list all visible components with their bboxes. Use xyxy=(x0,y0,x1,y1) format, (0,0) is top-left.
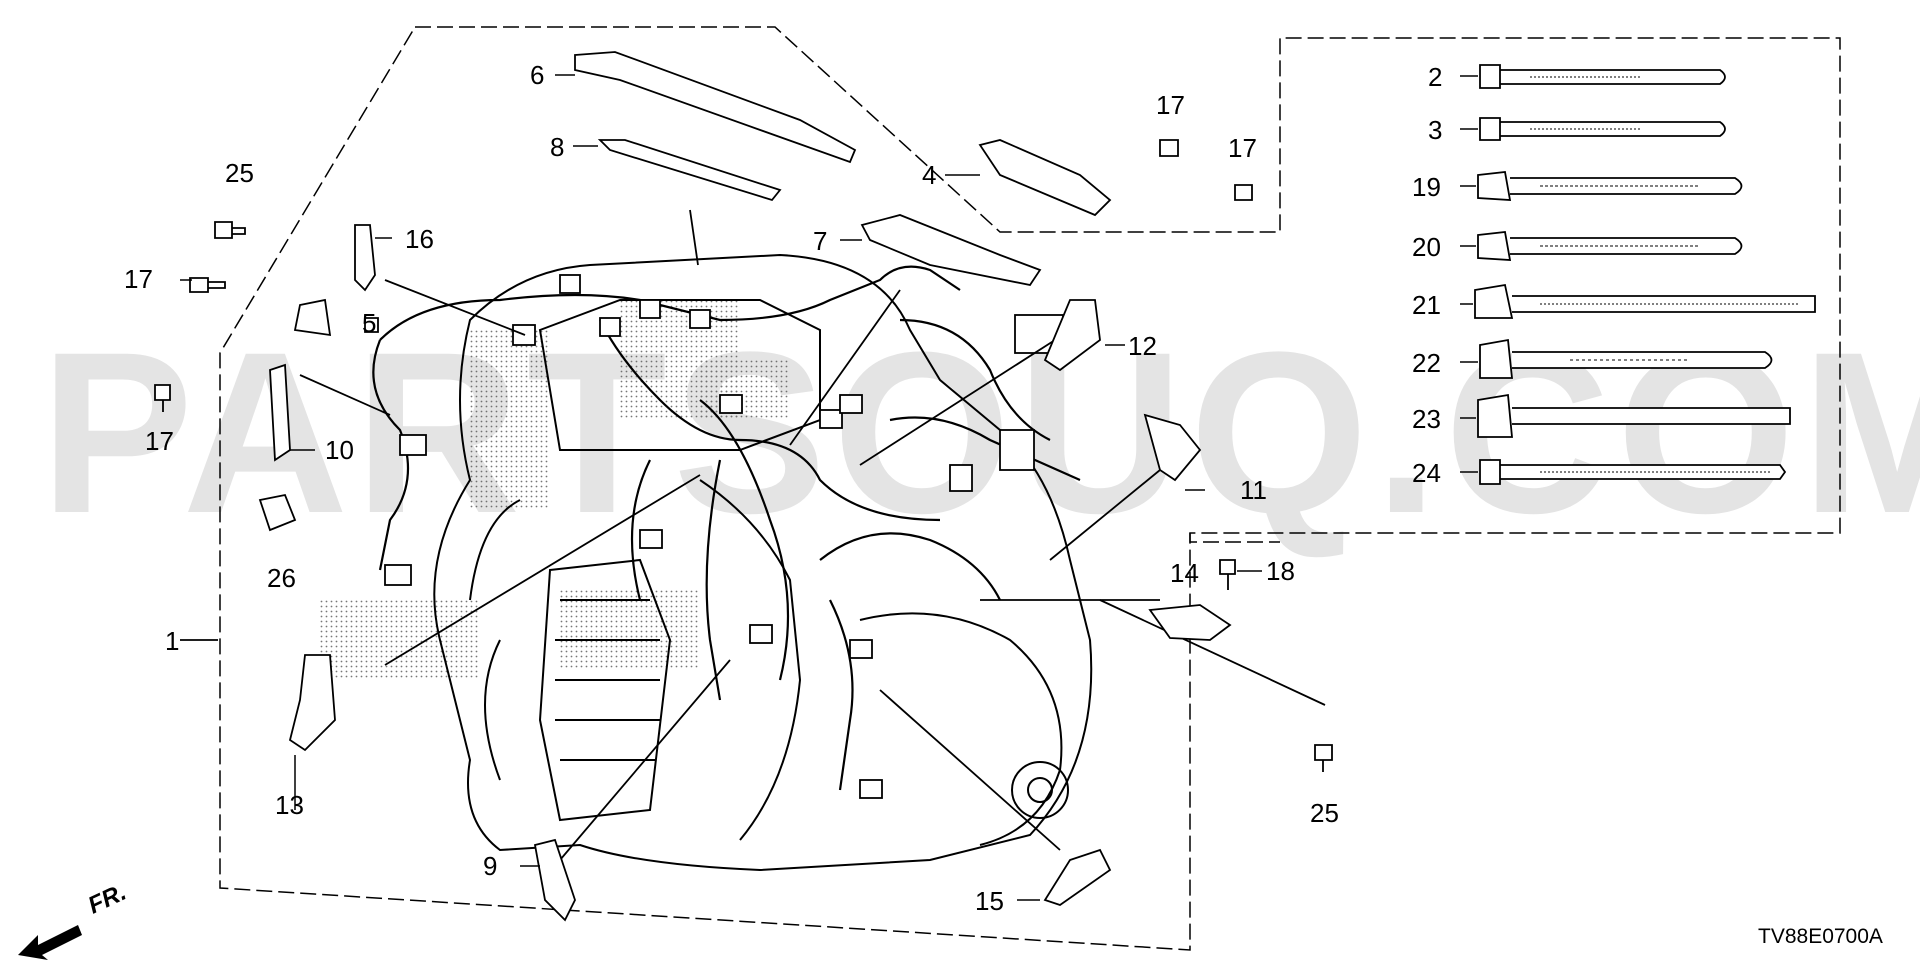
callout-17-right[interactable]: 17 xyxy=(1228,133,1257,163)
callout-25-bottom[interactable]: 25 xyxy=(1310,798,1339,828)
callout-10[interactable]: 10 xyxy=(325,435,354,465)
callout-18[interactable]: 18 xyxy=(1266,556,1295,586)
callout-5[interactable]: 5 xyxy=(362,308,377,338)
callout-21[interactable]: 21 xyxy=(1412,290,1441,320)
tie-ratchet-marks xyxy=(1530,76,1800,473)
callout-6[interactable]: 6 xyxy=(530,60,545,90)
callout-13[interactable]: 13 xyxy=(275,790,304,820)
wire-harness xyxy=(372,265,1081,791)
shading xyxy=(320,300,790,680)
callout-leaders xyxy=(180,74,1478,901)
callout-16[interactable]: 16 xyxy=(405,224,434,254)
part-drawings xyxy=(154,51,1333,922)
cable-ties xyxy=(1474,64,1816,485)
callout-15[interactable]: 15 xyxy=(975,886,1004,916)
callout-11[interactable]: 11 xyxy=(1240,475,1267,505)
front-arrow-icon xyxy=(18,925,82,960)
watermark: PARTSOUQ.COM xyxy=(40,304,1920,561)
main-boundary xyxy=(219,26,1841,951)
engine-assembly xyxy=(433,253,1093,872)
callout-4[interactable]: 4 xyxy=(922,160,937,190)
callout-12[interactable]: 12 xyxy=(1128,331,1157,361)
callout-14[interactable]: 14 xyxy=(1170,558,1199,588)
callout-2[interactable]: 2 xyxy=(1428,62,1443,92)
callout-17-top[interactable]: 17 xyxy=(1156,90,1185,120)
callout-7[interactable]: 7 xyxy=(813,226,828,256)
callout-3[interactable]: 3 xyxy=(1428,115,1443,145)
callout-26[interactable]: 26 xyxy=(267,563,296,593)
callout-17-left[interactable]: 17 xyxy=(124,264,153,294)
callout-20[interactable]: 20 xyxy=(1412,232,1441,262)
callout-19[interactable]: 19 xyxy=(1412,172,1441,202)
callout-17-lower[interactable]: 17 xyxy=(145,426,174,456)
callout-23[interactable]: 23 xyxy=(1412,404,1441,434)
callout-22[interactable]: 22 xyxy=(1412,348,1441,378)
diagram-code: TV88E0700A xyxy=(1758,925,1883,948)
callout-9[interactable]: 9 xyxy=(483,851,498,881)
callout-24[interactable]: 24 xyxy=(1412,458,1441,488)
leader-lines xyxy=(180,209,1326,861)
callout-25-top[interactable]: 25 xyxy=(225,158,254,188)
callout-1[interactable]: 1 xyxy=(165,626,180,656)
callout-8[interactable]: 8 xyxy=(550,132,565,162)
